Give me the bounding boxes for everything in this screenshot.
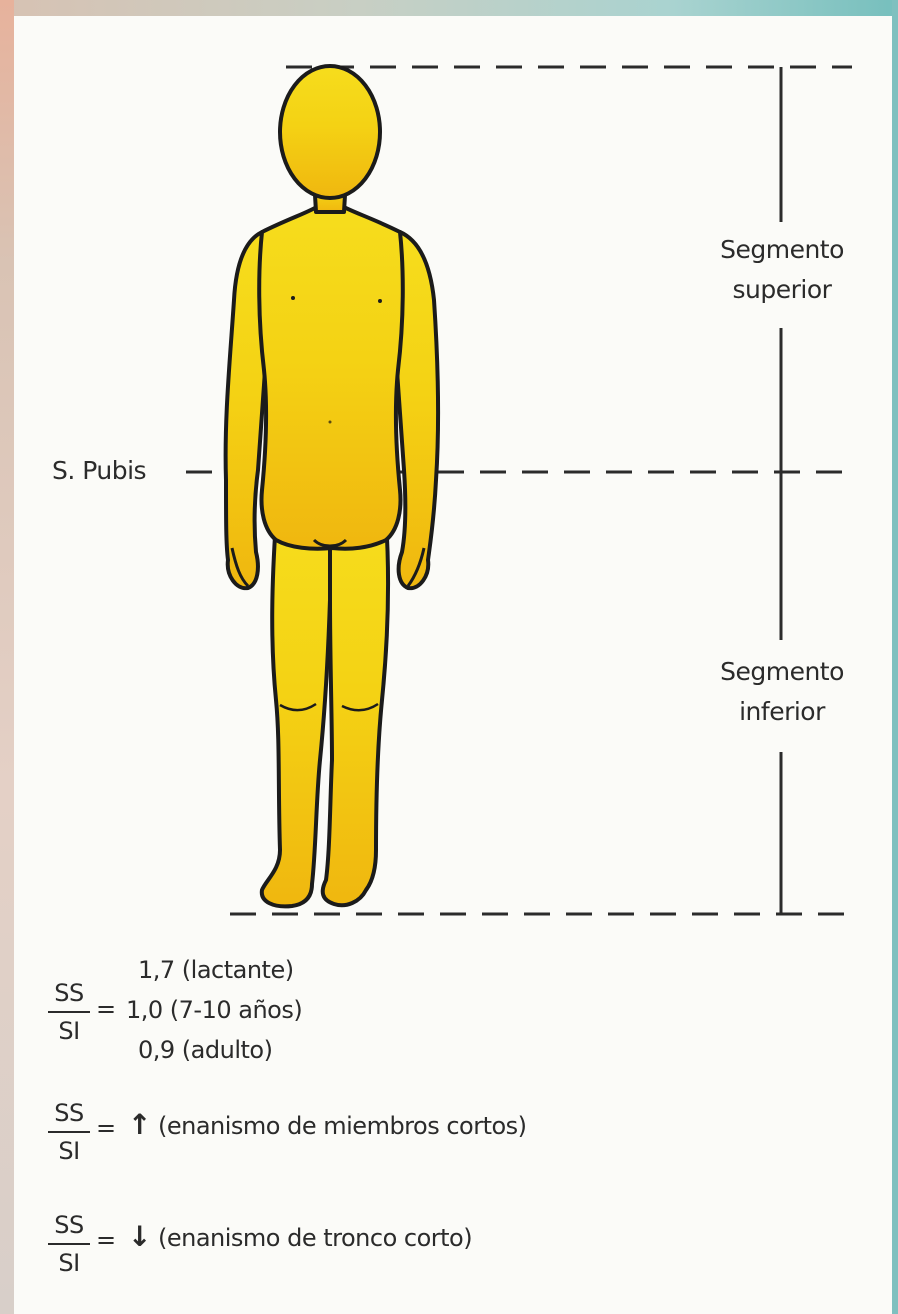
down-arrow-icon: ↓: [128, 1220, 151, 1253]
left-leg-icon: [323, 520, 388, 905]
navel-mark: [329, 421, 332, 424]
segment-inferior-line-1: Segmento: [692, 652, 872, 692]
fraction-bar: [48, 1131, 90, 1133]
segment-superior-line-1: Segmento: [692, 230, 872, 270]
ratio-value-lactante: 1,7 (lactante): [138, 956, 294, 984]
ratio-value-adult: 0,9 (adulto): [138, 1036, 272, 1064]
ratio-fraction: SS SI: [48, 1098, 90, 1166]
ratio-denominator: SI: [48, 1016, 90, 1046]
ratio-fraction: SS SI: [48, 1210, 90, 1278]
ratio-denominator: SI: [48, 1136, 90, 1166]
segment-superior-line-2: superior: [692, 270, 872, 310]
fraction-bar: [48, 1011, 90, 1013]
head-icon: [280, 66, 380, 198]
nipple-right-mark: [378, 299, 382, 303]
ratio-denominator: SI: [48, 1248, 90, 1278]
nipple-left-mark: [291, 296, 295, 300]
equals-sign: =: [96, 1226, 116, 1254]
fraction-bar: [48, 1243, 90, 1245]
pubis-label: S. Pubis: [52, 456, 146, 485]
decrease-description: (enanismo de tronco corto): [158, 1224, 472, 1252]
ratio-value-child: 1,0 (7-10 años): [126, 996, 302, 1024]
segment-superior-label: Segmento superior: [692, 230, 872, 310]
ratio-fraction: SS SI: [48, 978, 90, 1046]
ratio-numerator: SS: [48, 1210, 90, 1240]
human-figure: [226, 66, 439, 906]
ratio-numerator: SS: [48, 1098, 90, 1128]
segment-inferior-line-2: inferior: [692, 692, 872, 732]
up-arrow-icon: ↑: [128, 1108, 151, 1141]
ratio-numerator: SS: [48, 978, 90, 1008]
torso-icon: [259, 205, 403, 549]
increase-description: (enanismo de miembros cortos): [158, 1112, 527, 1140]
equals-sign: =: [96, 1114, 116, 1142]
equals-sign: =: [96, 995, 116, 1023]
right-leg-icon: [262, 520, 330, 906]
segment-inferior-label: Segmento inferior: [692, 652, 872, 732]
